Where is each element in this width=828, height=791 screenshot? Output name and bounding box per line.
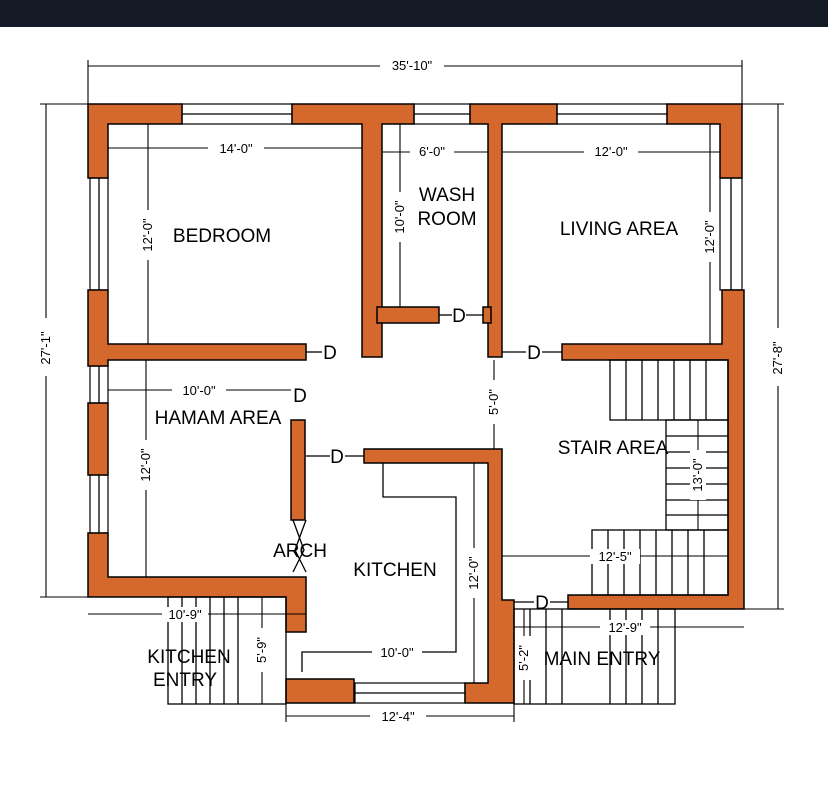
room-label-kitchen-entry-2: ENTRY — [153, 670, 217, 691]
wall-washroom-door-jamb — [482, 306, 492, 324]
dim-overall-right-height: 27'-8" — [770, 341, 785, 375]
dim-washroom-width: 6'-0" — [419, 144, 445, 159]
room-labels: BEDROOM WASH ROOM LIVING AREA HAMAM AREA… — [147, 185, 678, 691]
dimension-labels: 35'-10" 27'-1" 27'-8" 14'-0" 12'-0" 6'-0… — [38, 58, 786, 724]
room-label-main-entry: MAIN ENTRY — [544, 649, 661, 670]
wall-washroom-bottom — [376, 306, 440, 324]
room-label-arch: ARCH — [273, 541, 327, 562]
dim-kitchen-width: 10'-0" — [380, 645, 414, 660]
dimension-lines — [40, 60, 784, 722]
dim-kitchen-entry-width: 10'-9" — [168, 607, 202, 622]
dim-bedroom-height: 12'-0" — [140, 218, 155, 252]
dim-stair-height: 13'-0" — [690, 458, 705, 492]
room-label-living: LIVING AREA — [560, 219, 679, 240]
wall-corner-top-right — [666, 103, 743, 179]
stair-upper-flight — [609, 359, 729, 421]
wall-corner-top-left — [87, 103, 183, 179]
door-kitchen: D — [330, 447, 344, 468]
stairs — [591, 359, 729, 596]
room-label-wash: WASH — [419, 185, 475, 206]
room-label-kitchen: KITCHEN — [353, 560, 436, 581]
dim-main-entry-width: 12'-9" — [608, 620, 642, 635]
room-label-bedroom: BEDROOM — [173, 226, 271, 247]
wall-left-hamam — [87, 402, 109, 476]
wall-washroom-living — [469, 103, 558, 358]
top-bar — [0, 0, 828, 27]
room-label-stair: STAIR AREA — [558, 438, 669, 459]
door-bedroom: D — [323, 343, 337, 364]
wall-kitchen-stair — [363, 448, 515, 704]
wall-kitchen-bottom-left — [285, 678, 355, 704]
door-markers: D D D D D D — [293, 306, 549, 614]
dim-living-width: 12'-0" — [594, 144, 628, 159]
wall-bottom-left — [87, 532, 307, 633]
room-label-kitchen-entry-1: KITCHEN — [147, 647, 230, 668]
dim-hamam-width: 10'-0" — [182, 383, 216, 398]
door-hamam: D — [293, 386, 307, 407]
dim-hamam-height: 12'-0" — [138, 448, 153, 482]
wall-bedroom-washroom — [291, 103, 415, 358]
door-living: D — [527, 343, 541, 364]
door-main-entry: D — [535, 593, 549, 614]
dim-kitchen-entry-depth: 5'-9" — [254, 637, 269, 663]
dim-bottom-width: 12'-4" — [381, 709, 415, 724]
dim-living-height: 12'-0" — [702, 220, 717, 254]
dim-overall-width: 35'-10" — [392, 58, 433, 73]
dim-bedroom-width: 14'-0" — [219, 141, 253, 156]
dim-main-entry-depth: 5'-2" — [516, 645, 531, 671]
door-washroom: D — [452, 306, 466, 327]
arch-mark — [292, 519, 307, 573]
wall-hamam-kitchen — [290, 419, 306, 521]
room-label-room: ROOM — [417, 209, 476, 230]
dim-overall-left-height: 27'-1" — [38, 331, 53, 365]
wall-bedroom-hamam — [87, 289, 307, 367]
kitchen-counter — [301, 463, 457, 672]
dim-stair-width: 12'-5" — [598, 549, 632, 564]
dim-kitchen-height: 12'-0" — [466, 556, 481, 590]
room-label-hamam: HAMAM AREA — [155, 408, 282, 429]
dim-passage-height: 5'-0" — [486, 389, 501, 415]
walls — [87, 103, 745, 704]
dim-washroom-height: 10'-0" — [392, 200, 407, 234]
